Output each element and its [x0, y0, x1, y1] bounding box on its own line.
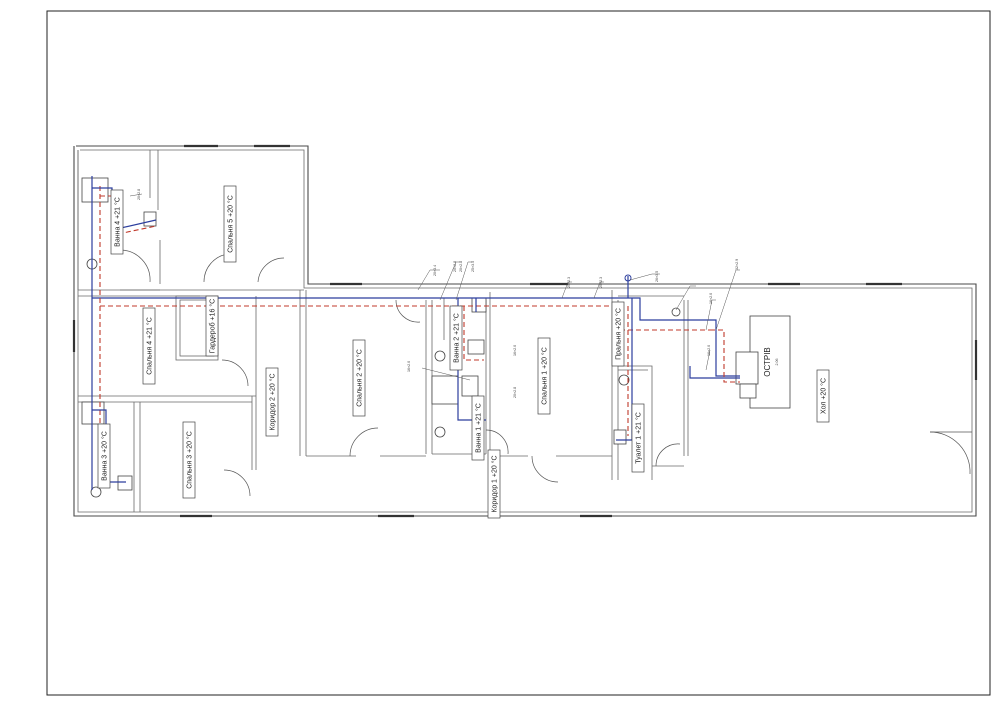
pipe-label-5: 25×2.3 [567, 277, 571, 288]
room-tag-toilet1: Туалет 1 +21 °C [631, 403, 645, 473]
room-label-corridor2: Коридор 2 +20 °C [269, 373, 277, 430]
pipe-label-12: 16×2.0 [513, 345, 517, 356]
hot-branch-island [710, 329, 740, 383]
sink-bath3 [90, 486, 102, 498]
room-tag-corridor2: Коридор 2 +20 °C [265, 367, 279, 437]
pipe-label-14: 20×2.8 [137, 189, 141, 200]
room-tag-bed4: Спальня 4 +21 °C [142, 307, 156, 385]
sink-bath1-b [434, 426, 446, 438]
pipe-label-1: 20×3.4 [433, 265, 437, 276]
pipe-label-4: 25×3.5 [471, 261, 475, 272]
exterior-walls [73, 145, 977, 517]
room-label-bath2: Ванна 2 +21 °C [453, 313, 461, 363]
pipe-label-13: 20×2.8 [513, 387, 517, 398]
island-title: ОСТРІВ [763, 347, 772, 377]
room-tag-bed5: Спальня 5 +20 °C [223, 185, 237, 263]
shower-bath4 [81, 177, 109, 203]
room-tag-bed3: Спальня 3 +20 °C [182, 421, 196, 499]
room-label-bath3: Ванна 3 +20 °C [101, 431, 109, 481]
island-sink [735, 351, 759, 385]
pipe-leaders [129, 193, 740, 381]
pipe-label-6: 25×2.3 [599, 277, 603, 288]
pipe-label-9: 32×2.9 [735, 259, 739, 270]
room-tag-bath2: Ванна 2 +21 °C [449, 305, 463, 371]
drawing-frame [46, 10, 991, 696]
room-label-wardrobe: Гардероб +16 °C [209, 299, 217, 353]
fixtures [81, 177, 791, 498]
room-tag-bath3: Ванна 3 +20 °C [97, 423, 111, 489]
room-label-bed3: Спальня 3 +20 °C [186, 431, 194, 489]
room-tag-laundry: Пральня +20 °C [611, 301, 625, 367]
room-label-bed1: Спальня 1 +20 °C [541, 347, 549, 405]
pipe-label-10: 16×2.0 [707, 345, 711, 356]
interior-walls [77, 150, 689, 512]
pipe-label-7: 26×3.5 [655, 271, 659, 282]
hot-branch-bath2 [463, 306, 484, 361]
pipe-label-2: 20×2.8 [453, 261, 457, 272]
island-sub: 2.06 [775, 359, 779, 366]
room-tag-corridor1: Коридор 1 +20 °C [487, 449, 501, 519]
island-label: ОСТРІВ 2.06 [763, 347, 779, 377]
room-tag-bath4: Ванна 4 +21 °C [110, 189, 124, 255]
sink-bath1-a [434, 350, 446, 362]
windows [72, 144, 978, 518]
room-tag-bed2: Спальня 2 +20 °C [352, 339, 366, 417]
room-tag-hall: Хол +20 °C [816, 369, 830, 423]
pipe-label-8: 16×2.0 [709, 293, 713, 304]
shower-bath3 [81, 401, 105, 425]
pipe-label-11: 16×2.0 [407, 361, 411, 372]
cold-branch-island2 [689, 366, 740, 379]
sink-toilet1 [618, 374, 630, 386]
island-hob [739, 383, 757, 399]
room-tag-bath1: Ванна 1 +21 °C [471, 395, 485, 461]
room-tag-bed1: Спальня 1 +20 °C [537, 337, 551, 415]
room-label-laundry: Пральня +20 °C [615, 308, 623, 360]
room-tag-wardrobe: Гардероб +16 °C [205, 295, 219, 357]
pipe-size-labels: 20×3.4 20×2.8 20×2.8 25×3.5 25×2.3 25×2.… [137, 189, 739, 398]
toilet-bath4 [143, 211, 157, 227]
pipe-label-3: 20×2.8 [459, 261, 463, 272]
shower-bath1 [431, 375, 459, 405]
cold-water-main [92, 297, 676, 321]
room-label-bath1: Ванна 1 +21 °C [475, 403, 483, 453]
room-label-bed2: Спальня 2 +20 °C [356, 349, 364, 407]
room-label-bed4: Спальня 4 +21 °C [146, 317, 154, 375]
room-label-bath4: Ванна 4 +21 °C [114, 197, 122, 247]
toilet-bath2 [471, 297, 487, 313]
toilet-bath3 [117, 475, 133, 491]
cold-branch-island [676, 319, 740, 377]
sink-bath2 [467, 339, 485, 355]
toilet-toilet1 [613, 429, 627, 445]
room-label-bed5: Спальня 5 +20 °C [227, 195, 235, 253]
room-label-hall: Хол +20 °C [820, 378, 828, 414]
room-label-corridor1: Коридор 1 +20 °C [491, 455, 499, 512]
room-label-toilet1: Туалет 1 +21 °C [635, 412, 643, 464]
toilet-bath1 [461, 375, 479, 397]
